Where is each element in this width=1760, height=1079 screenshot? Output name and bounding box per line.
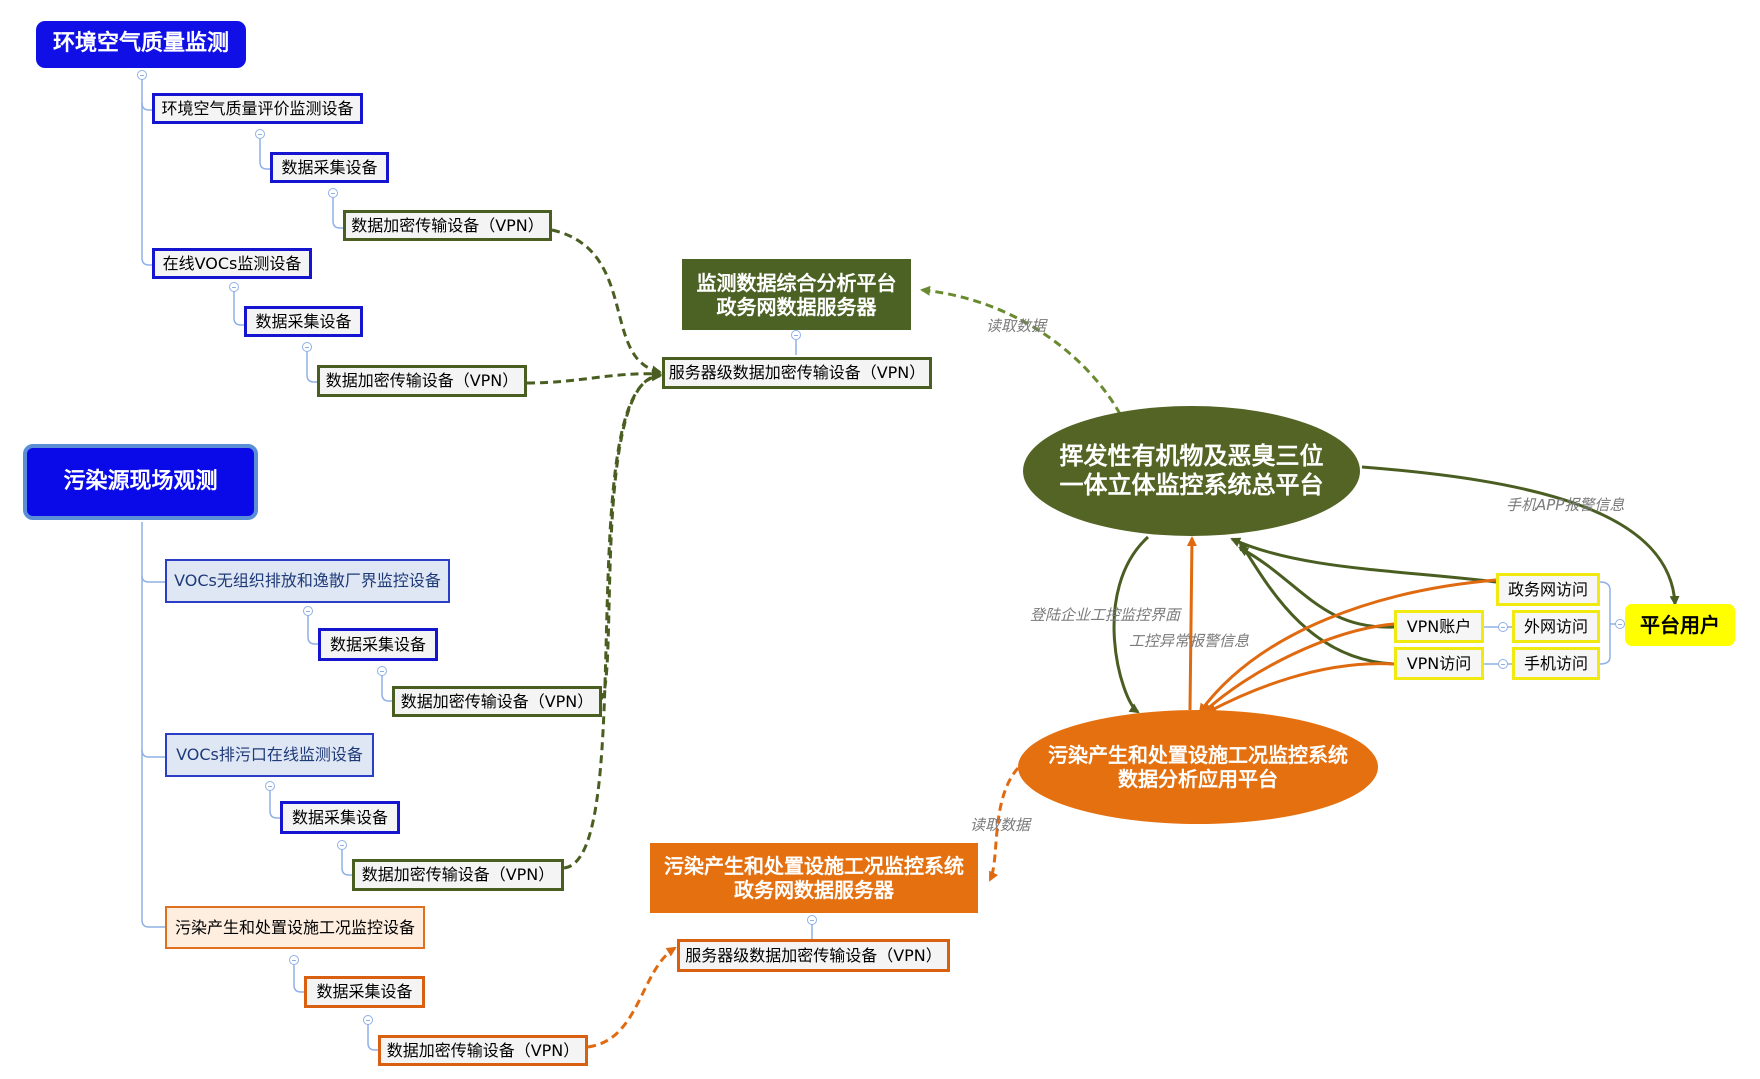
edge-label-read-green: 读取数据 (986, 317, 1047, 335)
collapse-toggle[interactable] (1498, 659, 1508, 669)
collapse-toggle[interactable] (337, 840, 347, 850)
platform-user[interactable]: 平台用户 (1625, 604, 1735, 646)
edge-label-read-orange: 读取数据 (970, 816, 1031, 834)
main-platform-line1: 挥发性有机物及恶臭三位 (1059, 442, 1324, 471)
vpn-access[interactable]: VPN访问 (1394, 647, 1484, 680)
facility-vpn-device[interactable]: 数据加密传输设备（VPN） (378, 1035, 588, 1066)
green-gov-data-server[interactable]: 监测数据综合分析平台 政务网数据服务器 (682, 259, 911, 330)
orange-server-line2: 政务网数据服务器 (734, 878, 894, 902)
voc-data-collector[interactable]: 数据采集设备 (244, 306, 363, 337)
main-monitoring-platform[interactable]: 挥发性有机物及恶臭三位 一体立体监控系统总平台 (1023, 406, 1360, 536)
collapse-toggle[interactable] (289, 955, 299, 965)
vpn-account[interactable]: VPN账户 (1394, 610, 1484, 643)
edge-label-login: 登陆企业工控监控界面 (1030, 606, 1181, 624)
external-network-access[interactable]: 外网访问 (1512, 610, 1600, 643)
green-server-line1: 监测数据综合分析平台 (696, 270, 897, 295)
orange-server-vpn[interactable]: 服务器级数据加密传输设备（VPN） (677, 939, 950, 972)
collapse-toggle[interactable] (377, 666, 387, 676)
orange-analysis-platform[interactable]: 污染产生和处置设施工况监控系统 数据分析应用平台 (1018, 710, 1378, 824)
facility-data-collector[interactable]: 数据采集设备 (304, 976, 425, 1008)
collapse-toggle[interactable] (807, 915, 817, 925)
collapse-toggle[interactable] (303, 606, 313, 616)
orange-platform-line2: 数据分析应用平台 (1118, 767, 1278, 791)
fugitive-monitor-device[interactable]: VOCs无组织排放和逸散厂界监控设备 (165, 559, 450, 603)
collapse-toggle[interactable] (1498, 622, 1508, 632)
orange-gov-data-server[interactable]: 污染产生和处置设施工况监控系统 政务网数据服务器 (650, 843, 978, 913)
collapse-toggle[interactable] (328, 188, 338, 198)
gov-network-access[interactable]: 政务网访问 (1496, 573, 1600, 606)
collapse-toggle[interactable] (791, 330, 801, 340)
env-air-quality-root[interactable]: 环境空气质量监测 (36, 21, 246, 68)
edge-label-mobile-alarm: 手机APP报警信息 (1506, 496, 1625, 514)
green-server-line2: 政务网数据服务器 (716, 294, 877, 319)
mobile-access[interactable]: 手机访问 (1512, 647, 1600, 680)
green-server-vpn[interactable]: 服务器级数据加密传输设备（VPN） (662, 357, 932, 389)
voc-online-device[interactable]: 在线VOCs监测设备 (152, 248, 312, 279)
main-platform-line2: 一体立体监控系统总平台 (1059, 471, 1324, 499)
collapse-toggle[interactable] (137, 70, 147, 80)
aq-vpn-device[interactable]: 数据加密传输设备（VPN） (343, 210, 552, 241)
aq-evaluation-device[interactable]: 环境空气质量评价监测设备 (152, 93, 363, 124)
outlet-vpn-device[interactable]: 数据加密传输设备（VPN） (352, 859, 564, 891)
aq-data-collector[interactable]: 数据采集设备 (270, 152, 389, 183)
tree-lines (141, 73, 813, 1051)
collapse-toggle[interactable] (363, 1015, 373, 1025)
edge-label-alarm: 工控异常报警信息 (1129, 632, 1250, 650)
outlet-data-collector[interactable]: 数据采集设备 (280, 801, 400, 834)
pollution-source-root[interactable]: 污染源现场观测 (23, 444, 258, 520)
fugitive-data-collector[interactable]: 数据采集设备 (318, 628, 438, 661)
collapse-toggle[interactable] (229, 282, 239, 292)
orange-server-line1: 污染产生和处置设施工况监控系统 (664, 854, 964, 878)
outlet-monitor-device[interactable]: VOCs排污口在线监测设备 (165, 733, 374, 777)
collapse-toggle[interactable] (255, 129, 265, 139)
facility-monitor-device[interactable]: 污染产生和处置设施工况监控设备 (165, 906, 425, 949)
orange-platform-line1: 污染产生和处置设施工况监控系统 (1048, 743, 1348, 767)
collapse-toggle[interactable] (1615, 619, 1625, 629)
fugitive-vpn-device[interactable]: 数据加密传输设备（VPN） (392, 686, 602, 717)
voc-vpn-device[interactable]: 数据加密传输设备（VPN） (317, 365, 527, 397)
collapse-toggle[interactable] (302, 342, 312, 352)
collapse-toggle[interactable] (265, 781, 275, 791)
